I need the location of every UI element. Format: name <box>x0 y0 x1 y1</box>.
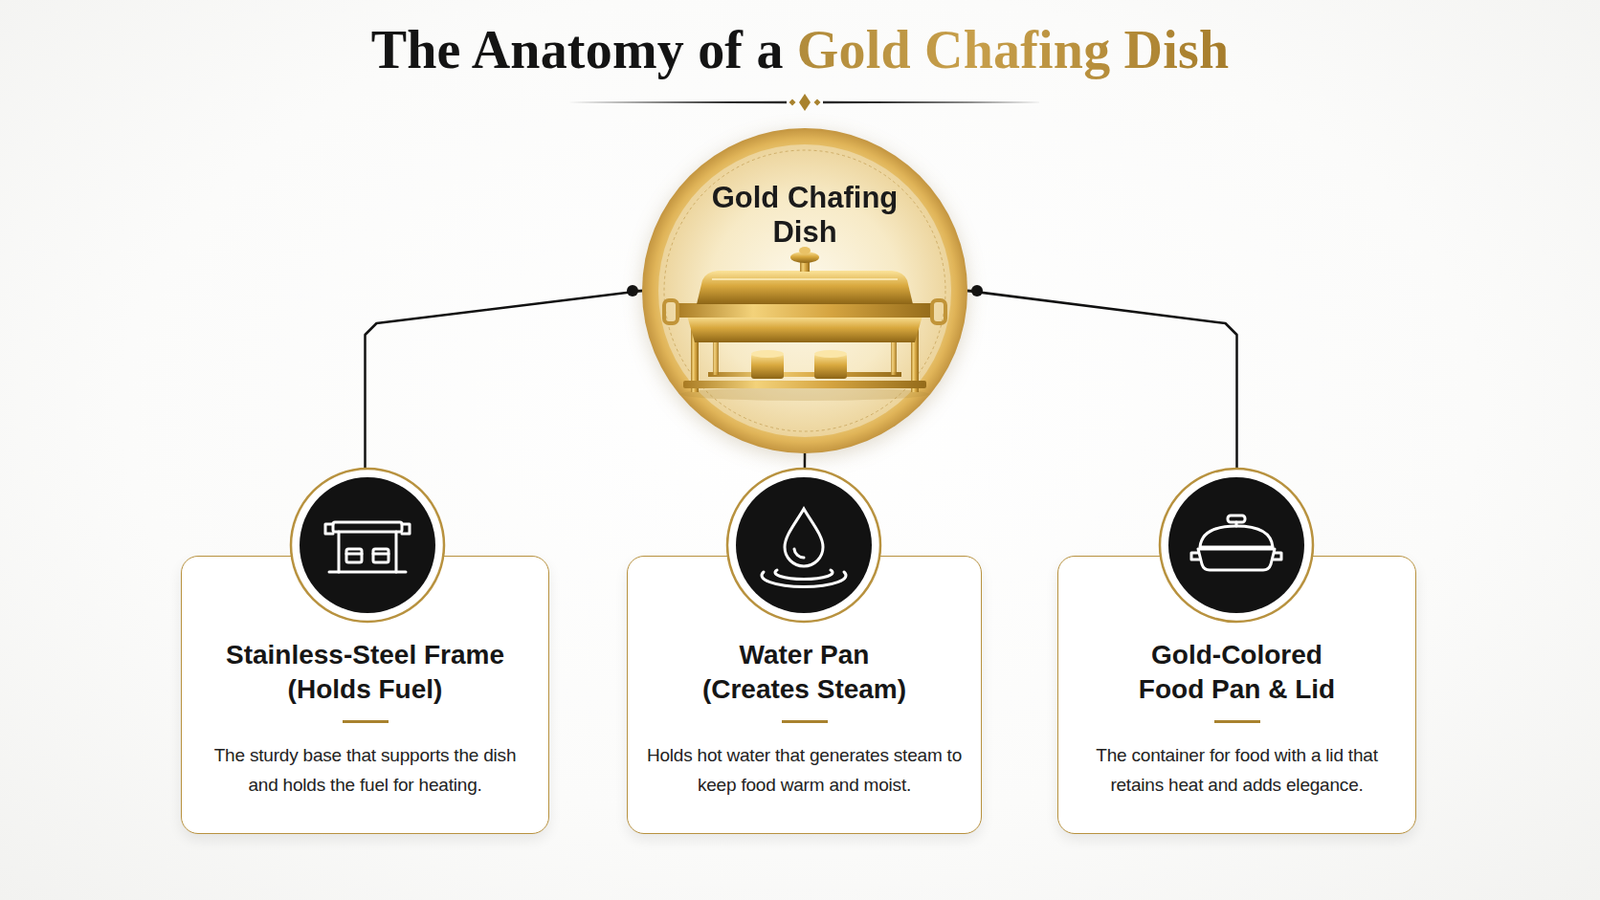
chafing-dish-illustration <box>711 278 898 281</box>
frame-icon <box>346 549 362 563</box>
chafing-dish-illustration <box>751 354 784 379</box>
chafing-dish-illustration <box>890 319 897 376</box>
title-area: The Anatomy of a Gold Chafing Dish <box>0 13 1600 87</box>
frame-icon <box>290 468 445 623</box>
food-pan-icon <box>1198 549 1275 571</box>
title-divider <box>799 93 811 112</box>
hub-title: Gold Chafing Dish <box>709 180 901 250</box>
dashed-ring <box>664 150 946 432</box>
food-pan-icon <box>1159 468 1313 623</box>
chafing-dish-illustration <box>675 303 934 318</box>
chafing-dish-illustration <box>680 387 930 401</box>
circle-outline <box>642 128 968 454</box>
chafing-dish-illustration <box>799 246 811 255</box>
gold-rule <box>342 720 389 724</box>
connector-line <box>967 290 1238 556</box>
title-divider <box>814 99 822 107</box>
food-pan-icon <box>1168 477 1305 614</box>
chafing-dish-illustration <box>687 315 923 343</box>
connector-stub <box>967 289 978 293</box>
chafing-dish-illustration <box>712 319 719 376</box>
chafing-dish-illustration <box>664 246 946 401</box>
circle-text-area: Gold Chafing Dish <box>642 180 968 250</box>
frame-icon <box>373 553 389 556</box>
title-divider <box>822 101 1044 104</box>
card-description: The sturdy base that supports the dish a… <box>202 740 529 800</box>
chafing-dish-illustration <box>911 319 919 393</box>
chafing-dish-illustration <box>814 354 847 379</box>
water-drop-icon <box>727 468 881 623</box>
connector-stub <box>632 289 643 293</box>
title-divider <box>568 93 1044 112</box>
frame-icon <box>395 532 399 573</box>
food-pan-icon <box>1191 553 1200 560</box>
food-pan-icon <box>1159 468 1313 623</box>
diagram-title: The Anatomy of a Gold Chafing Dish <box>371 13 1230 87</box>
frame-icon <box>325 524 334 534</box>
food-pan-icon <box>1235 522 1239 527</box>
chafing-dish-illustration <box>708 372 902 378</box>
gold-ring <box>642 128 968 454</box>
card-description: Holds hot water that generates steam to … <box>644 740 965 800</box>
food-pan-icon <box>1273 553 1282 560</box>
frame-icon <box>346 553 362 556</box>
frame-icon <box>401 524 410 534</box>
frame-icon <box>333 522 402 533</box>
connector-line <box>365 290 644 556</box>
card-heading: Gold-Colored Food Pan & Lid <box>1127 638 1348 708</box>
water-drop-icon <box>735 477 872 614</box>
cream-disk <box>658 144 952 438</box>
frame-icon <box>325 522 410 573</box>
card-description: The container for food with a lid that r… <box>1074 740 1400 800</box>
part-card: Water Pan (Creates Steam) Holds hot water… <box>626 555 982 835</box>
chafing-dish-illustration <box>800 258 810 272</box>
title-divider <box>789 99 797 107</box>
gold-rule <box>1214 720 1261 724</box>
food-pan-icon <box>1200 526 1273 548</box>
frame-icon <box>290 468 445 623</box>
connector-line <box>802 453 806 556</box>
food-pan-icon <box>1227 515 1245 523</box>
title-divider <box>568 101 787 104</box>
chafing-dish-illustration <box>932 300 946 324</box>
hub-circle: Gold Chafing Dish <box>642 128 968 454</box>
chafing-dish-illustration <box>790 251 820 264</box>
frame-icon <box>299 477 436 614</box>
card-heading: Stainless-Steel Frame (Holds Fuel) <box>212 638 519 708</box>
part-card: Stainless-Steel Frame (Holds Fuel) The st… <box>180 555 550 835</box>
chafing-dish-illustration <box>690 319 699 393</box>
card-heading: Water Pan (Creates Steam) <box>694 638 915 708</box>
water-drop-icon <box>761 572 846 588</box>
water-drop-icon <box>727 468 881 623</box>
water-drop-icon <box>775 570 833 580</box>
chafing-dish-illustration <box>683 380 927 389</box>
chafing-dish-illustration <box>696 270 913 305</box>
frame-icon <box>337 532 341 573</box>
water-drop-icon <box>784 509 823 567</box>
gold-rule <box>781 720 828 724</box>
frame-icon <box>373 549 389 563</box>
chafing-dish-illustration <box>664 300 678 324</box>
part-card: Gold-Colored Food Pan & LidThe container… <box>1057 555 1417 835</box>
water-drop-icon <box>761 509 846 588</box>
chafing-dish-illustration <box>814 350 847 358</box>
chafing-dish-illustration <box>751 350 784 358</box>
food-pan-icon <box>1191 515 1282 571</box>
water-drop-icon <box>794 549 804 558</box>
frame-icon <box>329 571 406 575</box>
